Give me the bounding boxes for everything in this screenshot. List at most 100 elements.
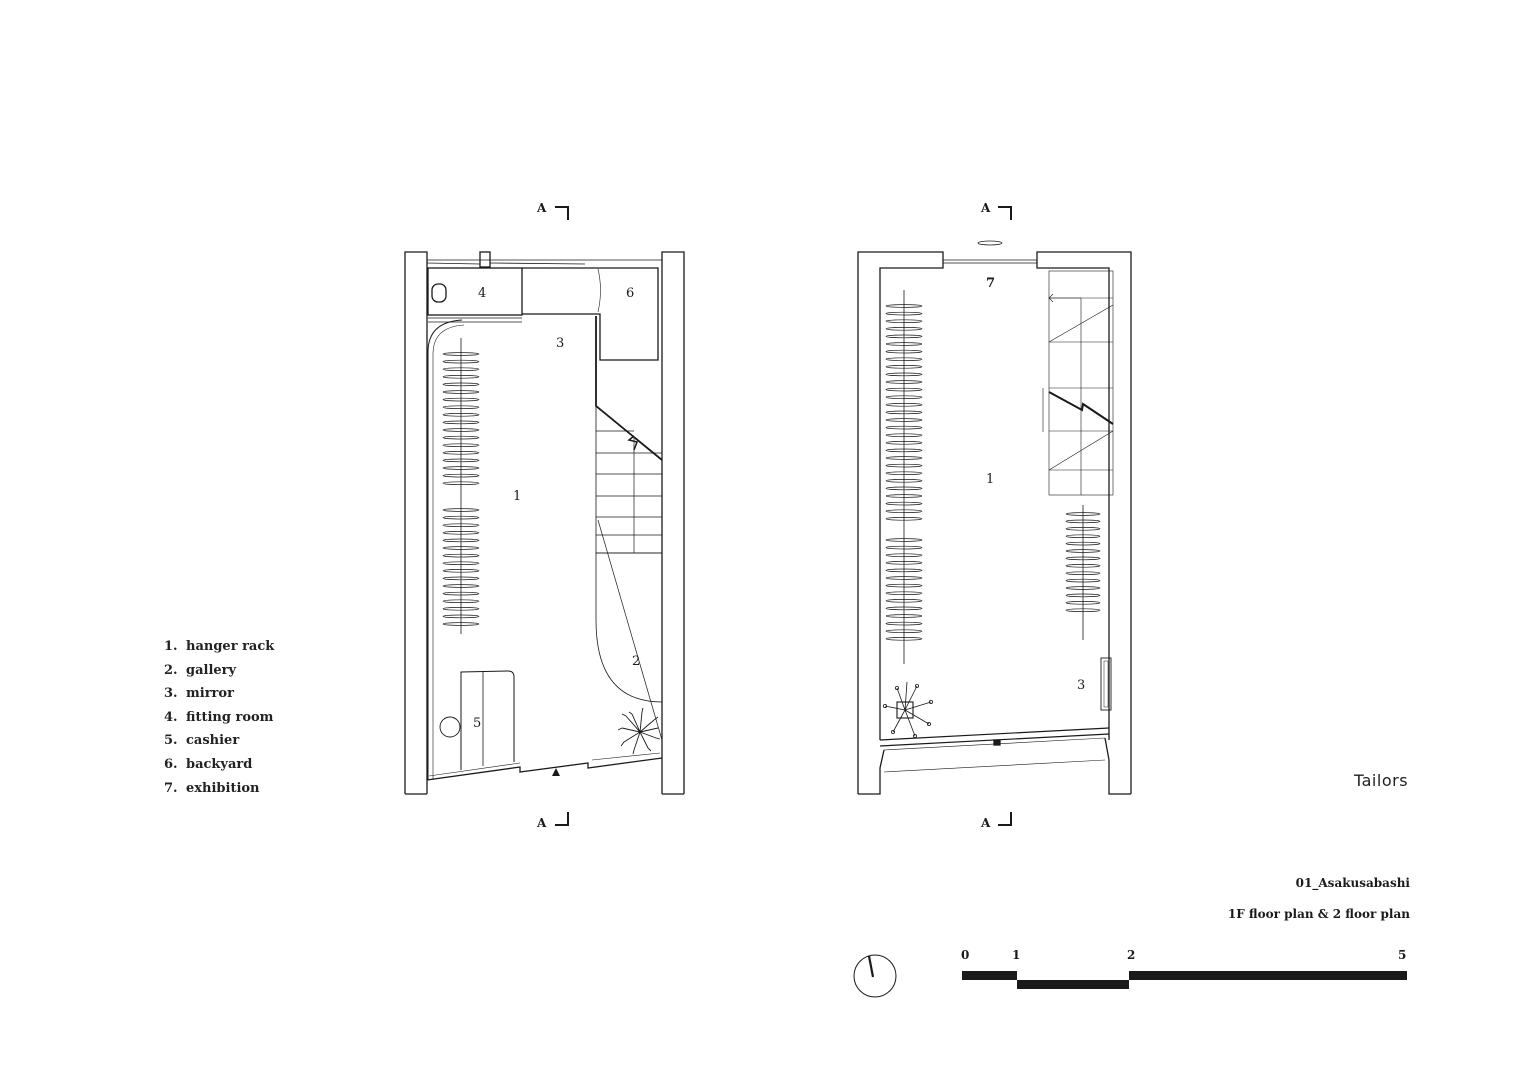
scale-tick-1: 1 [1012,948,1020,962]
room-1f-2: 2 [632,654,640,669]
hanger [442,428,480,432]
hanger [442,367,480,371]
section-marker-2f-bottom: A [980,816,991,830]
hanger [885,561,923,565]
hanger [885,479,923,483]
hanger [885,568,923,573]
hanger [442,375,480,379]
legend-label: mirror [186,686,234,702]
hanger [442,352,480,356]
north-arrow-icon [853,954,897,998]
hanger [885,327,923,331]
hanger [442,466,480,470]
hanger [442,553,480,558]
hanger [885,509,923,513]
hanger [885,501,923,506]
hanger [442,561,480,565]
section-marker-1f-bottom: A [536,816,547,830]
hanger [885,372,923,377]
hanger [442,614,480,619]
brand-name: Tailors [1354,771,1409,790]
hanger [885,456,923,460]
hanger [885,629,923,633]
hanger [885,583,923,588]
hanger [885,334,923,339]
hanger [885,418,923,422]
legend: 1.hanger rack 2.gallery 3.mirror 4.fitti… [164,635,274,800]
hanger [442,622,480,626]
hanger [885,357,923,361]
hanger [442,508,480,512]
legend-item: 5. cashier [164,729,274,753]
legend-number: 7. [164,780,178,796]
hanger [442,443,480,447]
project-title: 01_Asakusabashi [1295,876,1410,890]
hanger [442,382,480,387]
hanger [1065,556,1101,561]
room-1f-3: 3 [556,336,564,351]
legend-number: 6. [164,756,178,772]
room-1f-5: 5 [473,716,481,731]
legend-item: 6. backyard [164,753,274,777]
hanger [885,591,923,595]
hanger [1065,601,1101,605]
stair-2f [1042,270,1114,496]
hanger [885,517,923,521]
legend-label: cashier [186,733,240,749]
hanger [885,311,923,316]
hanger [885,494,923,498]
hanger [1065,578,1101,583]
hanger [442,481,480,485]
hanger [442,569,480,573]
hanger [885,403,923,407]
legend-item: 4.fitting room [164,706,274,730]
hanger [885,486,923,491]
scale-tick-0: 0 [961,948,969,962]
hanger [442,591,480,596]
hanger [1065,541,1101,546]
legend-label: gallery [186,662,237,678]
hanger [885,387,923,392]
hanger [1065,527,1101,531]
legend-item: 1.hanger rack [164,635,274,659]
hanger [885,599,923,603]
hanger [1065,512,1101,516]
hanger [442,515,480,520]
section-marker-2f-top: A [980,201,991,215]
hanger [442,390,480,394]
legend-label: backyard [186,756,253,772]
hanger [442,413,480,417]
hanger [885,448,923,453]
room-2f-1: 1 [986,472,994,487]
room-1f-6: 6 [626,286,634,301]
hanger [885,545,923,550]
hanger [442,599,480,603]
hanger [885,410,923,415]
plan-2f [857,240,1132,795]
hanger [442,458,480,463]
hanger [442,473,480,478]
hanger [885,614,923,618]
plan-1f-outer-wall [404,251,428,794]
legend-number: 5. [164,733,178,749]
hanger [1065,564,1101,568]
fitting-room-outline [427,267,523,316]
room-2f-7: 7 [986,276,995,291]
scale-bar [962,971,1407,989]
hanger [1065,593,1101,598]
room-2f-3: 3 [1077,678,1085,693]
room-1f-1: 1 [513,489,521,504]
legend-number: 1. [164,639,178,654]
hanger [885,319,923,323]
hanger [1065,608,1101,612]
stair-1f [595,406,662,554]
hanger [442,523,480,527]
hanger [442,584,480,588]
hanger [885,433,923,437]
hanger [1065,534,1101,538]
hanger [442,397,480,402]
hanger [885,349,923,354]
legend-label: fitting room [186,709,274,725]
